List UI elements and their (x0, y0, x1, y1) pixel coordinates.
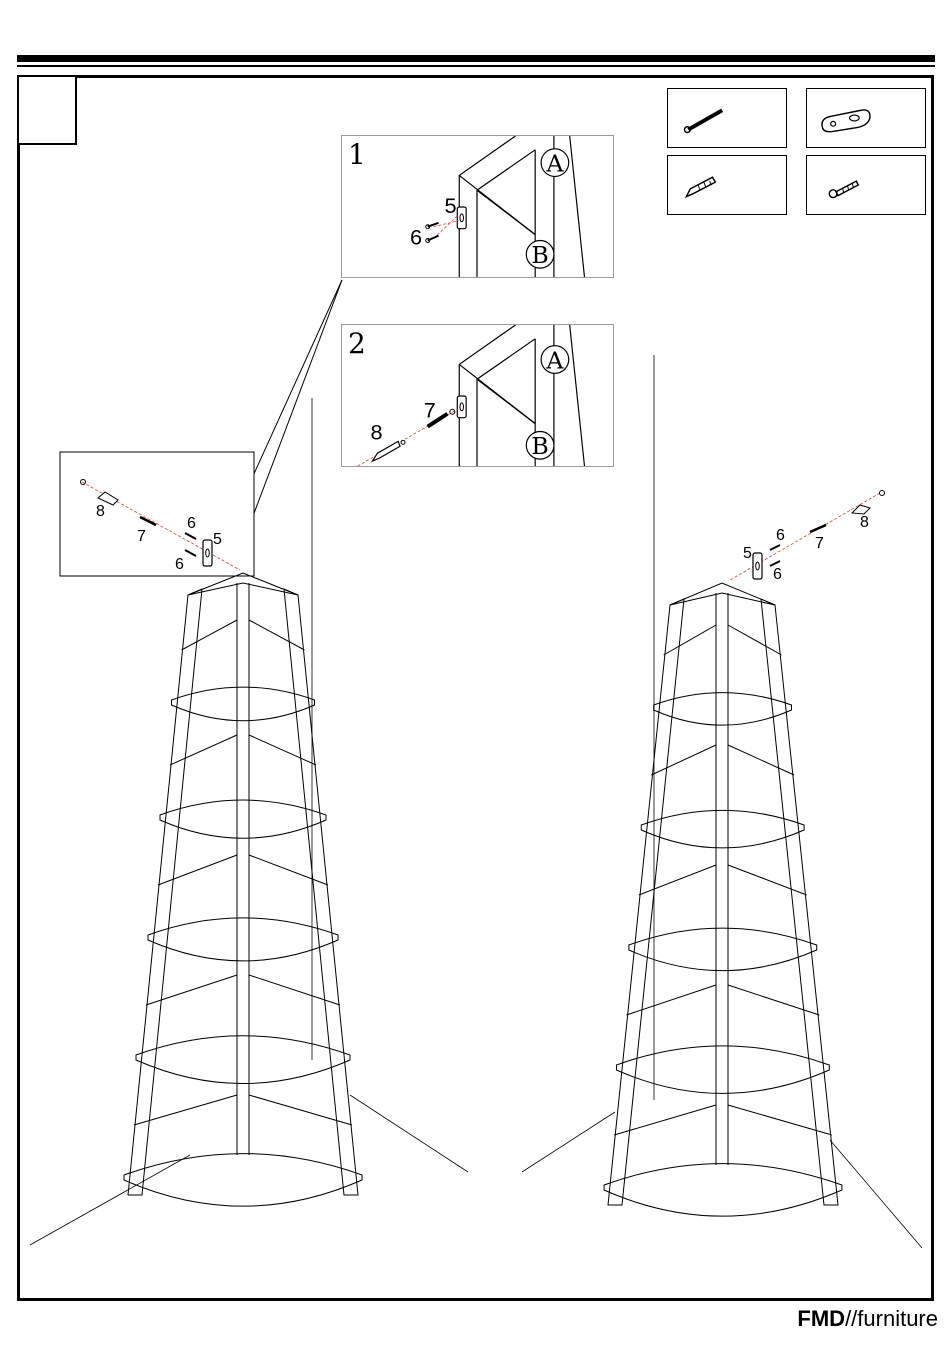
shelf-brace (249, 620, 305, 650)
shelf-brace (651, 745, 716, 775)
shelf-brace (626, 985, 716, 1015)
right-label-8: 8 (860, 514, 869, 531)
shelf-brace (664, 625, 716, 655)
brand-rest: //furniture (845, 1306, 938, 1331)
left-callout-box (60, 452, 254, 576)
right-floor-line (522, 1112, 615, 1172)
right-label-7: 7 (815, 535, 824, 552)
shelf-brace (728, 985, 819, 1015)
left-floor-line (30, 1155, 190, 1245)
shelf-brace (728, 865, 807, 895)
right-label-6-top: 6 (776, 527, 785, 544)
shelf-brace (728, 1105, 832, 1135)
shelf-brace (182, 620, 238, 650)
magnifier-line-2 (253, 280, 342, 476)
shelf-board (604, 1164, 842, 1217)
shelf-brace (728, 745, 794, 775)
shelf-brace (249, 975, 340, 1005)
right-floor-line-right (830, 1140, 922, 1248)
left-callout-label-6-top: 6 (187, 515, 196, 532)
corner-shelf-left (124, 573, 362, 1206)
left-floor-line-right (350, 1095, 468, 1172)
shelf-brace (158, 855, 237, 885)
right-label-5: 5 (743, 545, 752, 562)
left-callout-label-5: 5 (213, 531, 222, 548)
shelf-brace (614, 1105, 716, 1135)
shelf-board (148, 918, 338, 961)
magnifier-line-1 (253, 280, 342, 516)
shelf-brace (249, 1095, 352, 1125)
corner-shelf-right (604, 583, 842, 1216)
left-callout-label-6-bottom: 6 (175, 556, 184, 573)
brand-logo: FMD//furniture (797, 1306, 938, 1332)
shelf-board (160, 800, 326, 838)
shelf-board (172, 687, 315, 721)
shelf-brace (249, 855, 328, 885)
shelf-board (641, 810, 804, 848)
right-scene-hardware (730, 491, 885, 581)
shelf-board (136, 1036, 350, 1084)
brand-bold: FMD (797, 1306, 845, 1331)
left-callout-label-8: 8 (96, 503, 105, 520)
shelf-leg-left (608, 599, 684, 1205)
shelf-brace (728, 625, 782, 655)
shelf-leg-right (761, 599, 838, 1205)
shelf-brace (639, 865, 716, 895)
shelf-leg-right (284, 589, 358, 1195)
shelf-top-cap (670, 583, 775, 605)
left-callout-label-7: 7 (137, 528, 146, 545)
shelf-brace (134, 1095, 237, 1125)
right-label-6-bottom: 6 (773, 566, 782, 583)
shelf-leg-left (128, 589, 202, 1195)
shelf-brace (146, 975, 237, 1005)
shelf-board (616, 1046, 829, 1094)
shelf-brace (170, 735, 237, 765)
shelf-board (124, 1154, 362, 1207)
shelf-brace (249, 735, 316, 765)
shelf-board (629, 928, 817, 971)
